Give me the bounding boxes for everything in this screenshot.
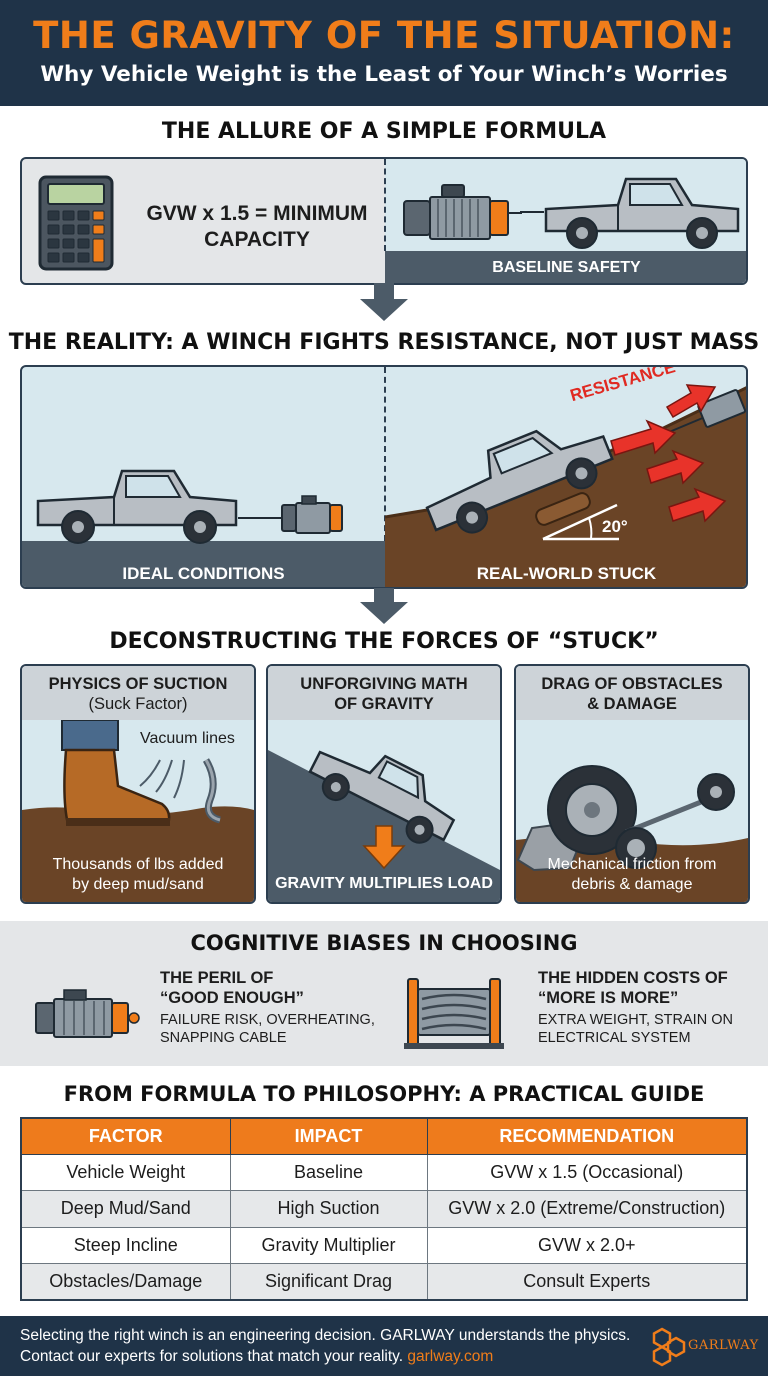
logo-text: GARLWAY [688,1338,759,1353]
page-subtitle: Why Vehicle Weight is the Least of Your … [40,62,728,87]
table-cell: GVW x 1.5 (Occasional) [426,1153,748,1191]
header-banner: THE GRAVITY OF THE SITUATION: Why Vehicl… [0,0,768,106]
card-gravity: UNFORGIVING MATH OF GRAVITY GRAVITY MULT… [266,664,502,904]
card-obstacles: DRAG OF OBSTACLES & DAMAGE Mechanical fr… [514,664,750,904]
angle-label: 20° [602,517,628,536]
page-title: THE GRAVITY OF THE SITUATION: [33,14,735,57]
truck-on-slope-icon [268,750,500,902]
mud-ground [385,541,746,587]
table-cell: Deep Mud/Sand [20,1190,231,1228]
formula-line1: GVW x 1.5 = MINIMUM [146,202,368,225]
baseline-safety-label: BASELINE SAFETY [385,251,746,283]
biases-section: COGNITIVE BIASES IN CHOOSING THE PERIL O… [0,921,768,1066]
card-caption: Thousands of lbs added by deep mud/sand [22,855,254,902]
card-header: PHYSICS OF SUCTION (Suck Factor) [22,666,254,720]
card-subtitle: (Suck Factor) [88,695,188,713]
ideal-conditions-label: IDEAL CONDITIONS [122,564,285,583]
card-subtitle: OF GRAVITY [334,695,434,713]
card-caption-line2: debris & damage [571,876,693,893]
table-cell: Vehicle Weight [20,1153,231,1191]
website-link[interactable]: garlway.com [407,1348,494,1365]
card-header: UNFORGIVING MATH OF GRAVITY [268,666,500,720]
winch-cable [238,517,288,519]
bias-desc: FAILURE RISK, OVERHEATING, SNAPPING CABL… [160,1011,375,1047]
pickup-truck-icon [36,469,238,544]
column-header-factor: FACTOR [20,1117,231,1155]
winch-icon [403,184,522,240]
table-cell: Gravity Multiplier [229,1226,428,1264]
table-cell: Significant Drag [229,1263,428,1301]
winch-cable [520,211,544,213]
bias-desc-line2: ELECTRICAL SYSTEM [538,1030,691,1046]
card-caption-line1: Thousands of lbs added [52,856,224,873]
card-caption-line1: Mechanical friction from [547,856,717,873]
formula-panel: GVW x 1.5 = MINIMUM CAPACITY BASELINE SA… [20,157,748,285]
card-caption: Mechanical friction from debris & damage [516,855,748,902]
reality-panel: RESISTANCE 20° IDEAL CONDITIONS REAL-WOR… [20,365,748,589]
ideal-ground [22,541,385,587]
footer-line2-text: Contact our experts for solutions that m… [20,1348,408,1365]
vacuum-lines-label: Vacuum lines [140,730,235,747]
formula-text: GVW x 1.5 = MINIMUM CAPACITY [132,201,382,253]
table-cell: GVW x 2.0+ [426,1226,748,1264]
card-caption: GRAVITY MULTIPLIES LOAD [275,875,493,892]
section1-title: THE ALLURE OF A SIMPLE FORMULA [161,119,607,144]
card-title: DRAG OF OBSTACLES [541,675,723,693]
table-cell: Obstacles/Damage [20,1263,231,1301]
guide-table: FACTOR IMPACT RECOMMENDATION Vehicle Wei… [20,1117,748,1301]
real-world-stuck-label: REAL-WORLD STUCK [476,564,657,583]
bias-desc-line1: EXTRA WEIGHT, STRAIN ON [538,1012,733,1028]
bias-desc: EXTRA WEIGHT, STRAIN ON ELECTRICAL SYSTE… [538,1011,733,1047]
stuck-truck-scene [385,384,746,541]
bias-good-enough: THE PERIL OF “GOOD ENOUGH” FAILURE RISK,… [160,968,375,1047]
column-header-impact: IMPACT [229,1117,428,1155]
table-cell: Baseline [229,1153,428,1191]
pickup-truck-icon [544,177,740,249]
card-title: PHYSICS OF SUCTION [48,675,228,693]
boot-in-mud-icon [22,720,254,902]
bias-title-line2: “MORE IS MORE” [538,989,679,1007]
table-row: Steep Incline Gravity Multiplier GVW x 2… [20,1226,748,1264]
large-winch-icon [404,978,504,1049]
footer-line2: Contact our experts for solutions that m… [20,1346,660,1367]
small-winch-icon [35,989,140,1038]
formula-line2: CAPACITY [204,228,310,251]
card-title: UNFORGIVING MATH [300,675,468,693]
section3-title: DECONSTRUCTING THE FORCES OF “STUCK” [109,629,659,654]
footer-line1: Selecting the right winch is an engineer… [20,1327,631,1344]
table-row: Vehicle Weight Baseline GVW x 1.5 (Occas… [20,1153,748,1191]
section2-title: THE REALITY: A WINCH FIGHTS RESISTANCE, … [8,330,760,355]
bias-title-line1: THE PERIL OF [160,969,274,987]
footer: Selecting the right winch is an engineer… [0,1316,768,1376]
table-cell: Consult Experts [426,1263,748,1301]
down-arrow-icon [360,283,408,321]
table-cell: GVW x 2.0 (Extreme/Construction) [426,1190,748,1228]
garlway-logo [652,1327,686,1367]
table-header-row: FACTOR IMPACT RECOMMENDATION [20,1117,748,1155]
table-cell: High Suction [229,1190,428,1228]
card-caption-line2: by deep mud/sand [72,876,204,893]
bias-title-line2: “GOOD ENOUGH” [160,989,304,1007]
bias-desc-line1: FAILURE RISK, OVERHEATING, [160,1012,375,1028]
card-suction: PHYSICS OF SUCTION (Suck Factor) Vacuum … [20,664,256,904]
bias-more-is-more: THE HIDDEN COSTS OF “MORE IS MORE” EXTRA… [538,968,733,1047]
winch-icon [281,495,343,534]
panel-divider [384,367,386,541]
section4-title: COGNITIVE BIASES IN CHOOSING [190,931,578,955]
calculator-icon [38,175,114,271]
bias-desc-line2: SNAPPING CABLE [160,1030,287,1046]
bias-title-line1: THE HIDDEN COSTS OF [538,969,728,987]
table-row: Deep Mud/Sand High Suction GVW x 2.0 (Ex… [20,1190,748,1228]
table-cell: Steep Incline [20,1226,231,1264]
panel-divider [384,159,386,251]
down-arrow-icon [360,588,408,624]
section5-title: FROM FORMULA TO PHILOSOPHY: A PRACTICAL … [63,1082,705,1106]
footer-text: Selecting the right winch is an engineer… [20,1325,660,1367]
damaged-wheel-icon [516,765,748,902]
card-header: DRAG OF OBSTACLES & DAMAGE [516,666,748,720]
column-header-recommendation: RECOMMENDATION [426,1117,748,1155]
card-subtitle: & DAMAGE [587,695,677,713]
table-row: Obstacles/Damage Significant Drag Consul… [20,1263,748,1301]
